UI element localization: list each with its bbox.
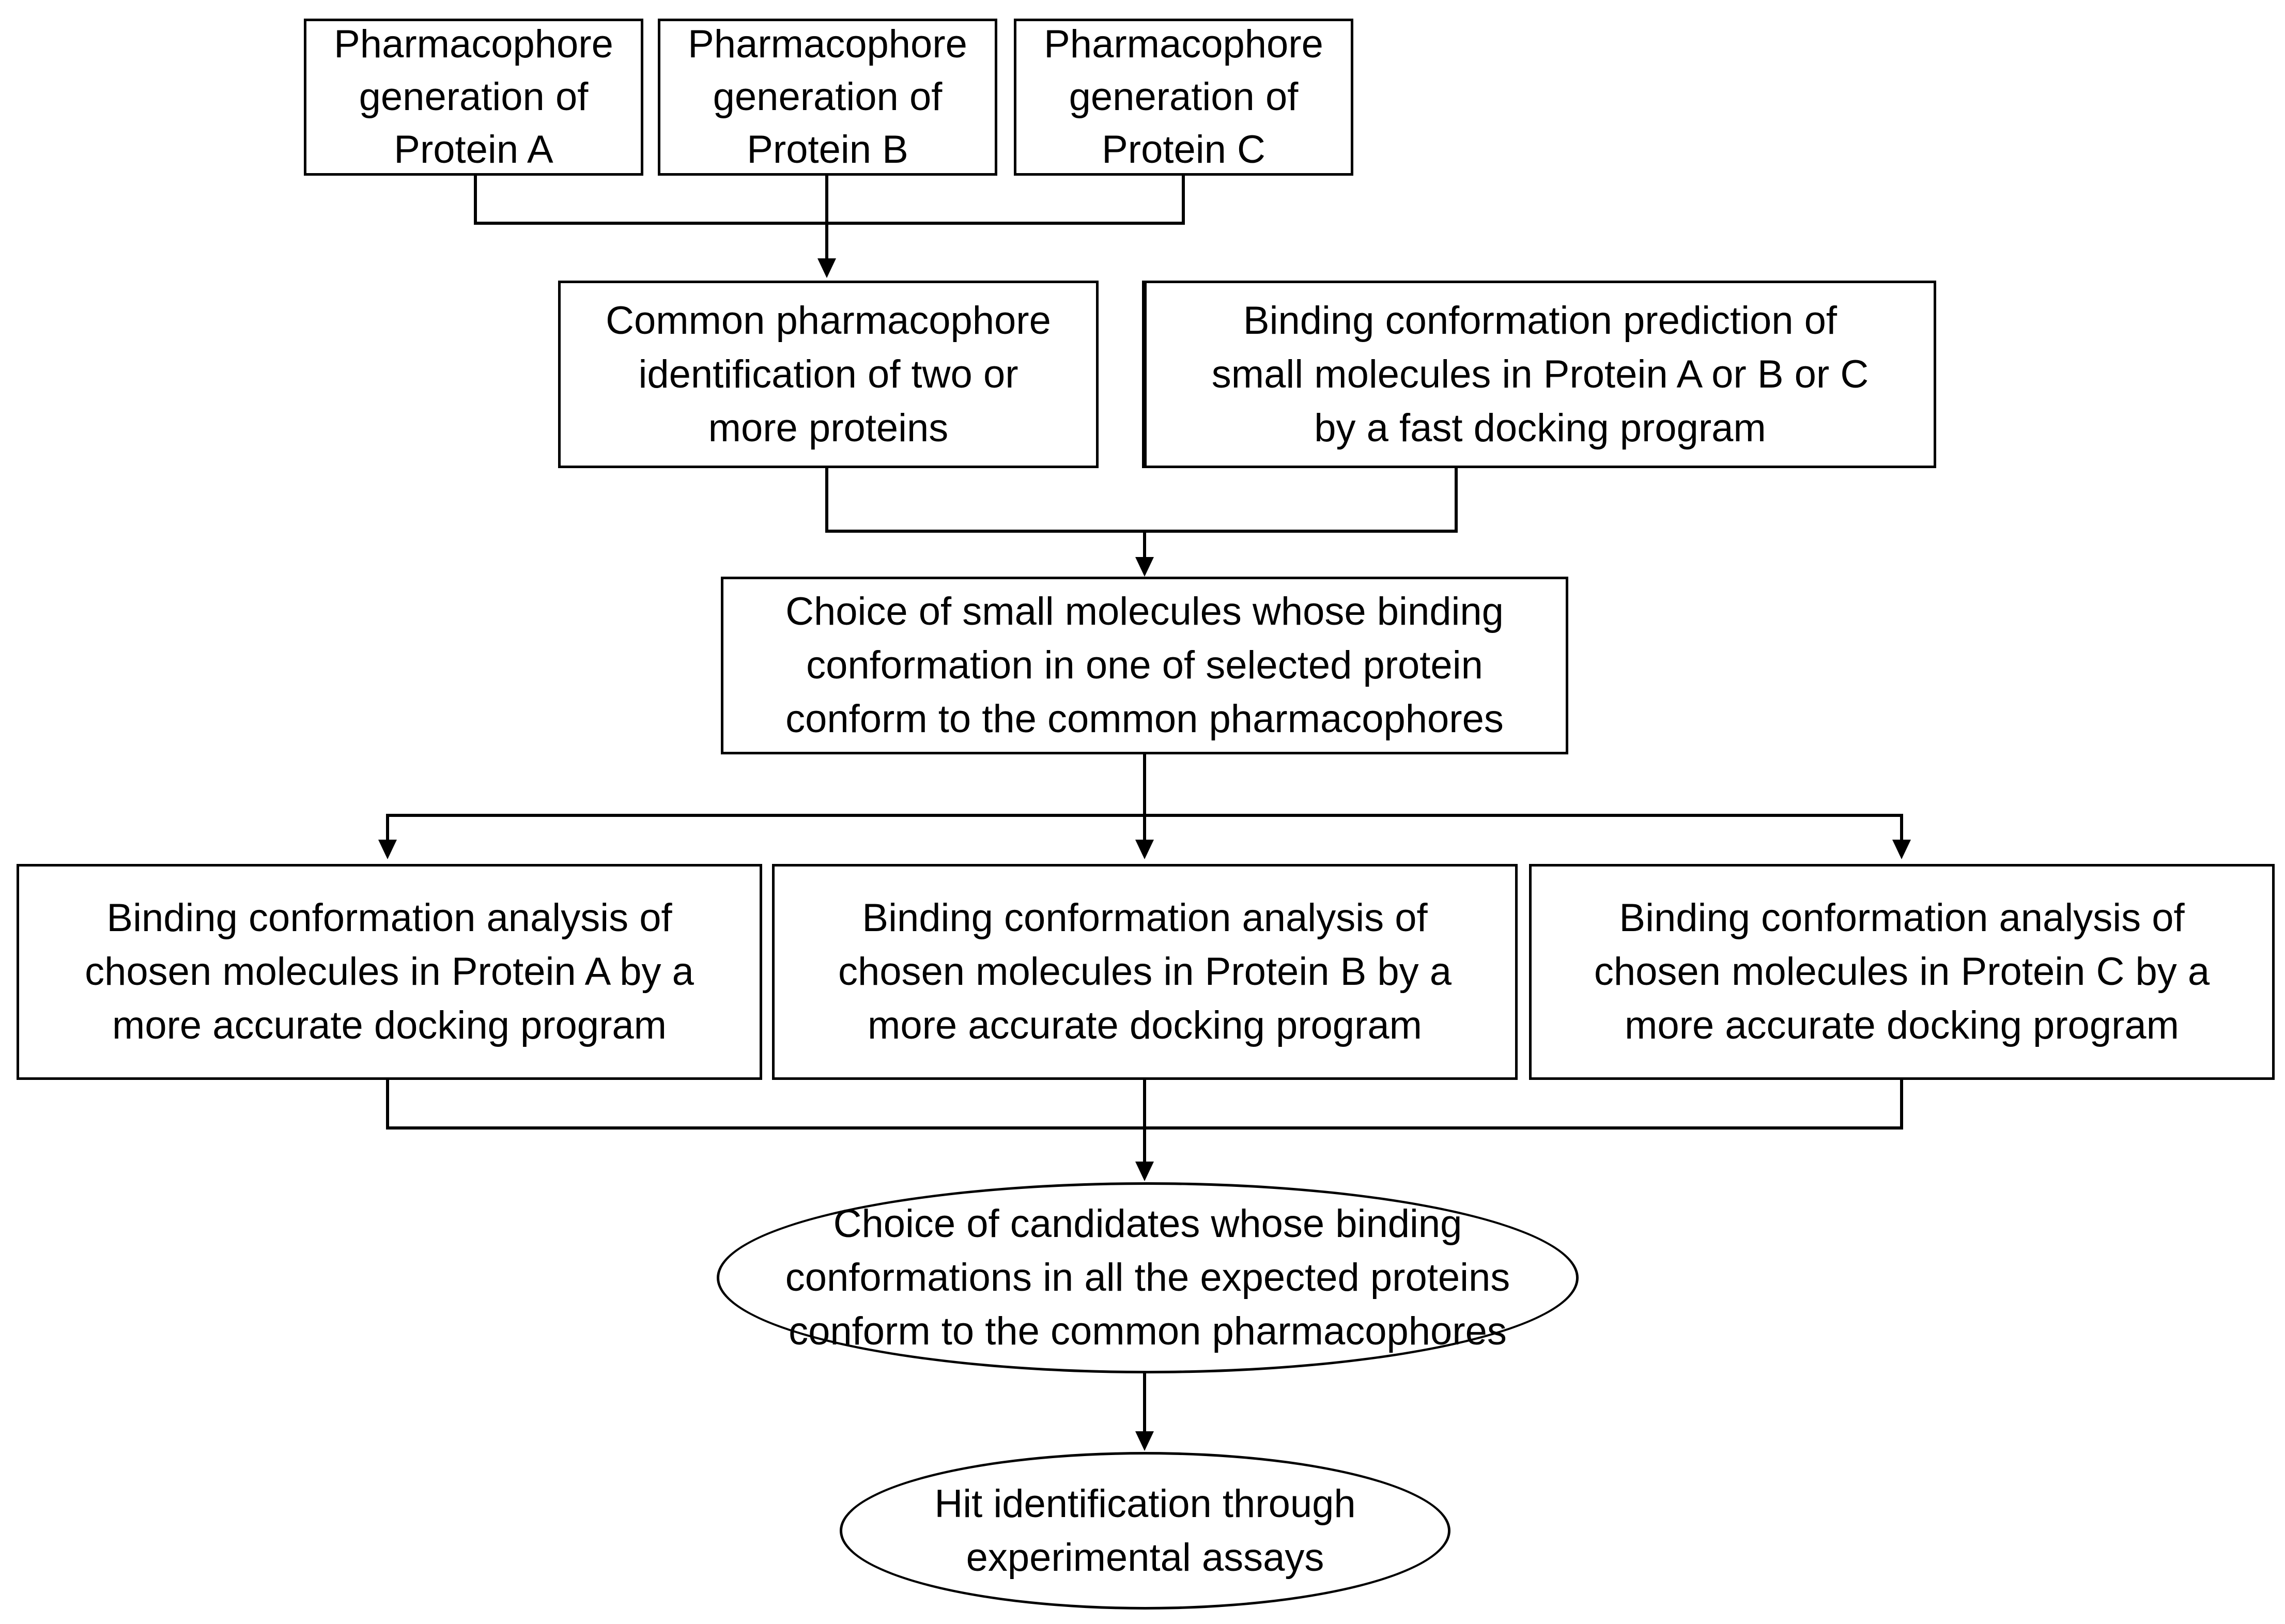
hit-identification-box: Hit identification through experimental … bbox=[840, 1452, 1450, 1610]
arrowhead-common bbox=[817, 258, 836, 278]
common-pharmacophore-box: Common pharmacophore identification of t… bbox=[558, 281, 1099, 468]
pharmacophore-generation-protein-a-box: Pharmacophore generation of Protein A bbox=[304, 19, 643, 176]
arrowhead-analysis-b bbox=[1135, 840, 1154, 859]
connector-analysis-a bbox=[386, 1078, 1146, 1130]
binding-analysis-protein-a-box: Binding conformation analysis of chosen … bbox=[17, 864, 762, 1080]
binding-analysis-protein-b-box: Binding conformation analysis of chosen … bbox=[772, 864, 1518, 1080]
pharmacophore-generation-protein-b-box: Pharmacophore generation of Protein B bbox=[658, 19, 997, 176]
arrowhead-choice-small bbox=[1135, 557, 1154, 577]
pharmacophore-generation-protein-a-label: Pharmacophore generation of Protein A bbox=[334, 22, 613, 172]
binding-analysis-protein-b-label: Binding conformation analysis of chosen … bbox=[838, 896, 1452, 1047]
connector-fan-right bbox=[1143, 814, 1903, 841]
choice-of-candidates-label: Choice of candidates whose binding confo… bbox=[785, 1202, 1510, 1353]
binding-analysis-protein-c-label: Binding conformation analysis of chosen … bbox=[1594, 896, 2210, 1047]
connector-pharm-a bbox=[474, 174, 828, 225]
common-pharmacophore-label: Common pharmacophore identification of t… bbox=[606, 298, 1051, 450]
pharmacophore-generation-protein-c-label: Pharmacophore generation of Protein C bbox=[1044, 22, 1323, 172]
pharmacophore-generation-protein-b-label: Pharmacophore generation of Protein B bbox=[688, 22, 967, 172]
arrowhead-hit bbox=[1135, 1431, 1154, 1451]
fast-docking-prediction-box: Binding conformation prediction of small… bbox=[1142, 281, 1936, 468]
hit-identification-label: Hit identification through experimental … bbox=[934, 1481, 1356, 1580]
arrowhead-analysis-c bbox=[1892, 840, 1911, 859]
arrowhead-analysis-a bbox=[378, 840, 397, 859]
connector-analysis-c bbox=[1143, 1078, 1903, 1130]
connector-fast-dock bbox=[1143, 467, 1458, 533]
binding-analysis-protein-c-box: Binding conformation analysis of chosen … bbox=[1529, 864, 2275, 1080]
connector-common bbox=[825, 467, 1146, 533]
choice-of-candidates-box: Choice of candidates whose binding confo… bbox=[717, 1182, 1579, 1373]
arrowhead-candidates bbox=[1135, 1162, 1154, 1181]
connector-pharm-c bbox=[825, 174, 1185, 225]
fast-docking-prediction-label: Binding conformation prediction of small… bbox=[1211, 298, 1869, 450]
pharmacophore-generation-protein-c-box: Pharmacophore generation of Protein C bbox=[1014, 19, 1353, 176]
binding-analysis-protein-a-label: Binding conformation analysis of chosen … bbox=[85, 896, 694, 1047]
connector-fan-left bbox=[386, 814, 1146, 841]
choice-of-small-molecules-box: Choice of small molecules whose binding … bbox=[721, 577, 1568, 754]
choice-of-small-molecules-label: Choice of small molecules whose binding … bbox=[785, 590, 1504, 741]
